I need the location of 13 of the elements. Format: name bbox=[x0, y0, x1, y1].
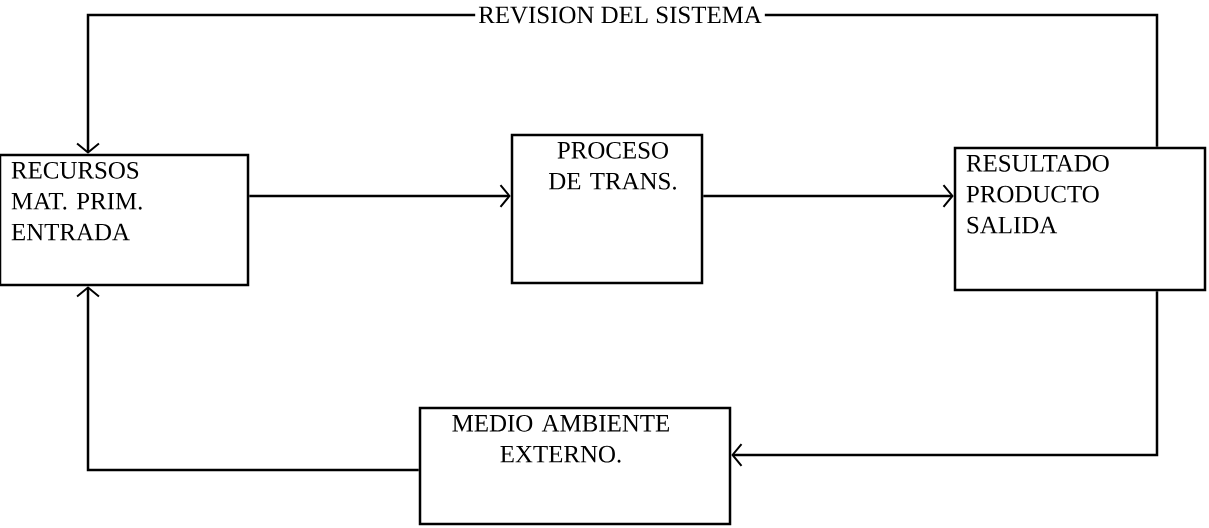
box-text: RECURSOS MAT. PRIM. ENTRADA bbox=[11, 161, 142, 241]
arrow bbox=[76, 286, 419, 472]
process-box bbox=[418, 406, 732, 526]
edge-label: REVISION DEL SISTEMA bbox=[475, 3, 765, 27]
arrow bbox=[703, 184, 954, 208]
box-text: PROCESO DE TRANS. bbox=[549, 141, 676, 190]
arrow bbox=[731, 291, 1159, 467]
process-box bbox=[953, 146, 1207, 292]
arrow bbox=[249, 184, 511, 208]
box-text: RESULTADO PRODUCTO SALIDA bbox=[966, 154, 1109, 234]
box-text: MEDIO AMBIENTE EXTERNO. bbox=[452, 414, 669, 463]
process-box bbox=[510, 133, 704, 285]
process-box bbox=[0, 153, 250, 287]
